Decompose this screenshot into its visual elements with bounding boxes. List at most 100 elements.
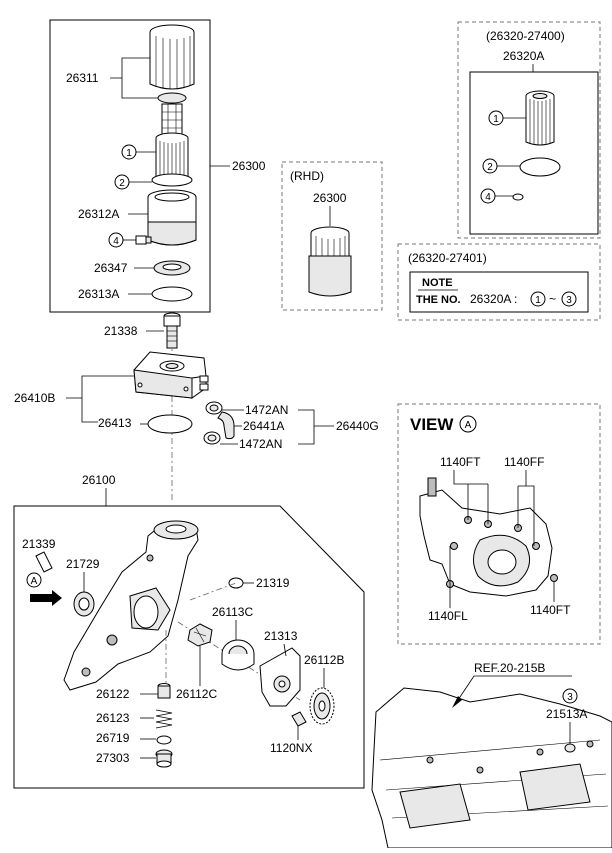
reference-text: REF.20-215 <box>474 661 538 675</box>
label-26410B: 26410B <box>14 391 55 405</box>
label-1140FL: 1140FL <box>428 609 468 623</box>
label-1140FT-top: 1140FT <box>440 455 481 469</box>
view-title: VIEW <box>410 415 454 434</box>
label-21338: 21338 <box>104 324 138 338</box>
label-1140FT-bottom: 1140FT <box>530 603 571 617</box>
view-callout-a-text: A <box>465 420 472 431</box>
label-26312A: 26312A <box>78 207 119 221</box>
label-1140FF: 1140FF <box>504 455 544 469</box>
kit-outer-frame <box>457 21 601 239</box>
label-1472AN-upper: 1472AN <box>245 403 288 417</box>
kit-inner-frame <box>469 71 599 235</box>
note-callout-1-text: 1 <box>535 295 541 306</box>
callout-4-text: 4 <box>113 236 119 247</box>
outer-rotor-26113C[interactable] <box>221 639 255 671</box>
relief-plunger-26122[interactable] <box>157 683 171 699</box>
label-26440G: 26440G <box>336 419 379 433</box>
inner-rotor-26112C[interactable] <box>187 623 213 647</box>
washer-21513A[interactable] <box>564 743 576 753</box>
label-1472AN-lower: 1472AN <box>239 437 282 451</box>
label-1120NX: 1120NX <box>270 741 312 755</box>
bolt-1120NX[interactable] <box>291 711 307 727</box>
oil-pump-body-26100[interactable] <box>63 520 199 691</box>
callout-1-kit-text: 1 <box>493 114 499 125</box>
label-26112C: 26112C <box>176 687 217 701</box>
hose-26441A[interactable] <box>217 411 235 440</box>
label-26100: 26100 <box>82 473 116 487</box>
gasket-26719[interactable] <box>156 735 172 745</box>
clamp-1472AN-upper[interactable] <box>205 401 223 415</box>
relief-spring-26123[interactable] <box>155 709 173 729</box>
connector-bolt-21338[interactable] <box>163 312 181 349</box>
oil-pan-reference <box>371 687 612 849</box>
note-heading: NOTE <box>422 277 453 289</box>
rhd-title: (RHD) <box>290 169 324 183</box>
callout-3-pan-text: 3 <box>567 692 573 703</box>
oil-cooler-26410B[interactable] <box>133 351 209 399</box>
drain-bolt[interactable] <box>135 235 152 245</box>
dowel-pin-21339[interactable] <box>35 551 53 573</box>
o-ring-26313A[interactable] <box>151 286 193 302</box>
kit-part-label: 26320A <box>503 49 544 63</box>
oil-seal-21729[interactable] <box>73 591 95 617</box>
label-21339: 21339 <box>22 537 56 551</box>
view-callout-a <box>459 415 477 433</box>
view-direction-arrow <box>30 590 62 606</box>
gasket-26347[interactable] <box>153 260 191 276</box>
callout-a-pump <box>26 572 42 588</box>
sprocket-26112B[interactable] <box>309 687 335 725</box>
note-prefix: THE NO. <box>416 294 461 306</box>
kit-washer[interactable] <box>512 193 524 201</box>
note-code: (26320-27401) <box>408 251 487 265</box>
label-26441A: 26441A <box>243 419 284 433</box>
callout-a-pump-text: A <box>31 576 38 587</box>
label-21729: 21729 <box>66 557 100 571</box>
filter-cage <box>161 103 183 135</box>
callout-4-kit-text: 4 <box>485 192 491 203</box>
label-21319: 21319 <box>256 576 290 590</box>
filter-housing-26312A[interactable] <box>147 189 197 246</box>
note-callout-1 <box>530 291 546 307</box>
callout-3-pan <box>562 688 578 704</box>
label-26719: 26719 <box>96 731 130 745</box>
filter-o-ring[interactable] <box>151 173 193 187</box>
pump-cover-21313[interactable] <box>259 647 301 707</box>
label-26300: 26300 <box>232 159 266 173</box>
kit-code: (26320-27400) <box>486 29 565 43</box>
label-26122: 26122 <box>96 687 130 701</box>
kit-o-ring[interactable] <box>519 157 561 177</box>
label-26112B: 26112B <box>304 653 344 667</box>
note-callout-3-text: 3 <box>566 295 572 306</box>
note-callout-3 <box>561 291 577 307</box>
label-27303: 27303 <box>96 751 130 765</box>
o-ring-21319[interactable] <box>228 577 244 589</box>
oil-pump-frame <box>13 505 365 789</box>
pump-rear-view <box>419 477 558 597</box>
clamp-1472AN-lower[interactable] <box>203 431 221 445</box>
callout-2-kit-text: 2 <box>487 162 493 173</box>
rhd-variant-frame <box>281 161 383 311</box>
note-part: 26320A : <box>470 292 517 306</box>
view-a-frame <box>397 403 601 645</box>
note-inner-frame <box>409 271 589 313</box>
label-21313: 21313 <box>264 629 298 643</box>
note-outer-frame <box>397 243 601 321</box>
label-21513A: 21513A <box>546 707 587 721</box>
label-26113C: 26113C <box>212 605 253 619</box>
plug-27303[interactable] <box>155 749 173 768</box>
label-26123: 26123 <box>96 711 130 725</box>
callout-1-text: 1 <box>126 148 132 159</box>
o-ring-26413[interactable] <box>147 414 193 434</box>
kit-filter-element[interactable] <box>525 90 555 146</box>
label-26347: 26347 <box>94 261 128 275</box>
label-26313A: 26313A <box>78 287 119 301</box>
note-range-sep: ~ <box>549 292 556 306</box>
label-26413: 26413 <box>98 416 132 430</box>
reference-suffix: B <box>537 661 545 675</box>
rhd-part-label: 26300 <box>313 191 347 205</box>
rhd-filter-assembly[interactable] <box>308 226 352 297</box>
filter-cap-26311[interactable] <box>149 24 195 104</box>
label-26311: 26311 <box>66 71 99 85</box>
